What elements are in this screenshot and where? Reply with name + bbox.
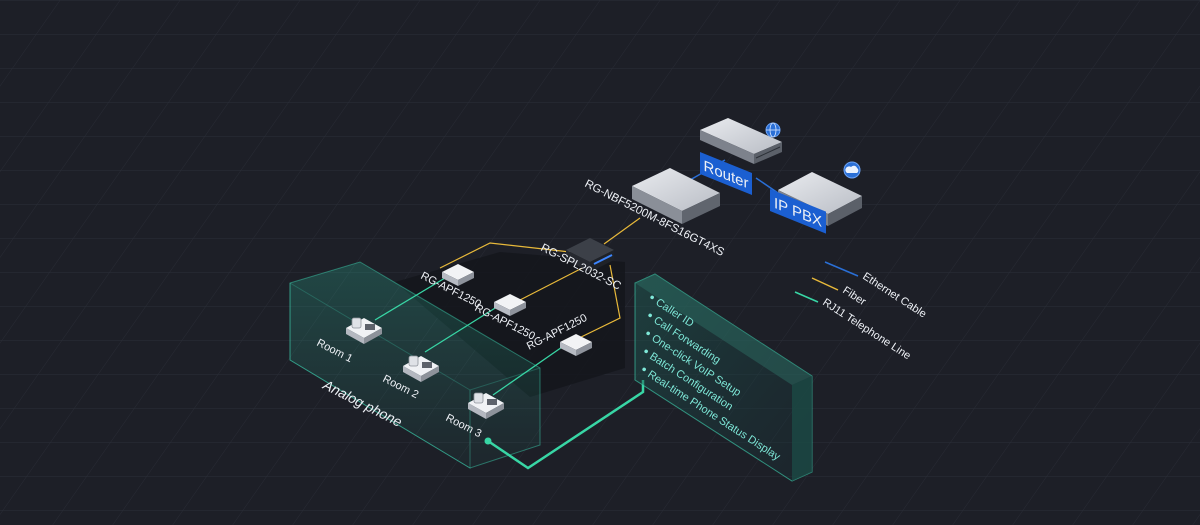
feature-panel [634, 273, 813, 482]
onu-1-device [442, 264, 474, 286]
globe-icon [765, 122, 781, 138]
legend-fiber-swatch [811, 277, 839, 291]
phone-icon [346, 317, 382, 344]
splitter-device [566, 238, 614, 272]
phone-icon [468, 392, 504, 419]
floor-platform [395, 252, 625, 397]
olt-device [632, 168, 720, 224]
fiber-links [439, 217, 641, 341]
legend-rj11-swatch [794, 291, 819, 303]
connector-dot [484, 437, 492, 445]
connector-line [487, 380, 645, 470]
legend-ethernet-swatch [824, 261, 859, 277]
onu-2-device [494, 294, 526, 316]
onu-3-device [560, 334, 592, 356]
rj11-links [374, 274, 566, 396]
cloud-icon [843, 161, 861, 179]
router-device [700, 118, 782, 164]
phone-icon [403, 355, 439, 382]
